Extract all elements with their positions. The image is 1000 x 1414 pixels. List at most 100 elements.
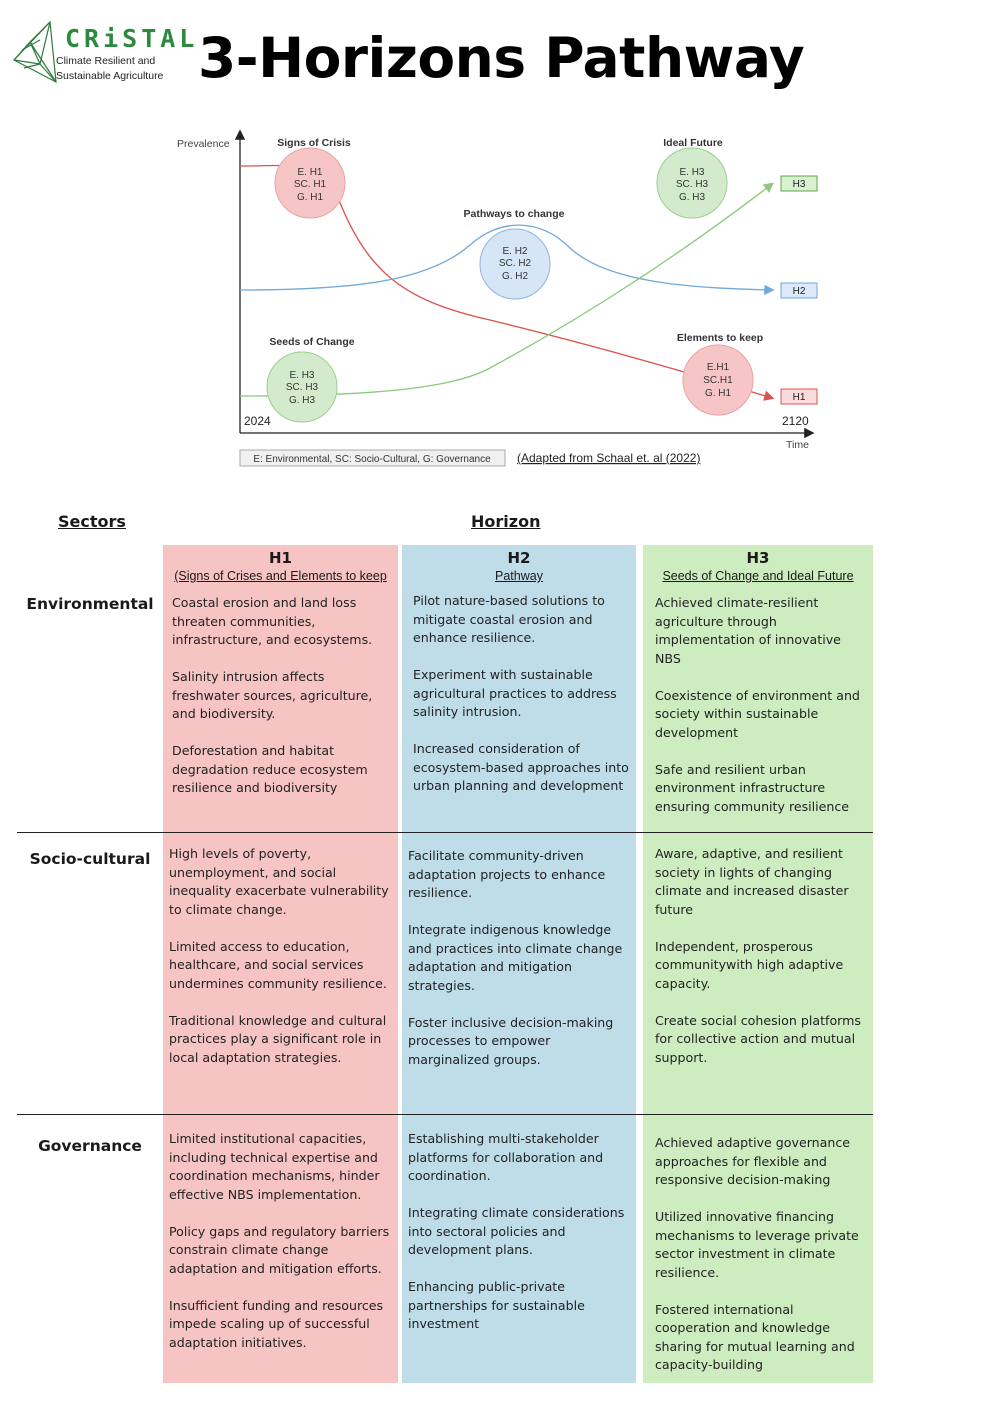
svg-text:G. H2: G. H2 xyxy=(502,271,529,282)
seeds-of-change-bubble: Seeds of Change E. H3 SC. H3 G. H3 xyxy=(266,336,355,423)
svg-text:E. H2: E. H2 xyxy=(502,246,527,257)
horizon-heading: Horizon xyxy=(471,512,541,531)
cell-item: Independent, prosperous communitywith hi… xyxy=(655,938,844,991)
logo-subtitle-line-2: Sustainable Agriculture xyxy=(56,70,164,82)
h1-end-label: H1 xyxy=(780,388,818,405)
start-year-label: 2024 xyxy=(244,414,271,428)
row-divider xyxy=(17,1114,873,1115)
svg-text:SC. H2: SC. H2 xyxy=(499,258,532,269)
cell-item: Limited institutional capacities, includ… xyxy=(169,1131,380,1202)
h3-label: H3 xyxy=(746,549,770,567)
cell-item: Establishing multi-stakeholder platforms… xyxy=(408,1131,604,1183)
ideal-future-title: Ideal Future xyxy=(663,137,723,149)
cell-item: Achieved climate-resilient agriculture t… xyxy=(655,595,841,666)
pathways-to-change-title: Pathways to change xyxy=(464,208,565,220)
elements-to-keep-title: Elements to keep xyxy=(677,332,763,344)
svg-text:H3: H3 xyxy=(793,179,806,190)
h3-end-label: H3 xyxy=(780,175,818,192)
cell-item: Traditional knowledge and cultural pract… xyxy=(169,1012,387,1065)
cell-item: Pilot nature-based solutions to mitigate… xyxy=(413,593,605,645)
seeds-of-change-title: Seeds of Change xyxy=(269,336,354,348)
governance-h3-cell: Achieved adaptive governance approaches … xyxy=(655,1134,869,1375)
elements-to-keep-bubble: Elements to keep E.H1 SC.H1 G. H1 xyxy=(677,332,763,416)
svg-text:E. H1: E. H1 xyxy=(297,167,322,178)
socio-cultural-h1-cell: High levels of poverty, unemployment, an… xyxy=(169,845,395,1067)
cell-item: Increased consideration of ecosystem-bas… xyxy=(413,741,629,793)
cell-item: Fostered international cooperation and k… xyxy=(655,1301,855,1373)
cell-item: Coastal erosion and land loss threaten c… xyxy=(172,595,373,647)
sector-environmental: Environmental xyxy=(26,595,154,613)
svg-text:SC. H3: SC. H3 xyxy=(286,382,319,393)
network-globe-icon xyxy=(13,20,57,84)
cell-item: Limited access to education, healthcare,… xyxy=(169,938,387,991)
socio-cultural-h2-cell: Facilitate community-driven adaptation p… xyxy=(408,847,634,1069)
cell-item: Insufficient funding and resources imped… xyxy=(169,1297,384,1350)
h3-curve xyxy=(239,182,775,397)
svg-text:E. H3: E. H3 xyxy=(289,370,314,381)
svg-text:H1: H1 xyxy=(793,392,806,403)
h2-label: H2 xyxy=(507,549,531,567)
cell-item: Foster inclusive decision-making process… xyxy=(408,1014,614,1067)
cell-item: Create social cohesion platforms for col… xyxy=(655,1012,861,1065)
governance-h1-cell: Limited institutional capacities, includ… xyxy=(169,1130,395,1352)
environmental-h2-cell: Pilot nature-based solutions to mitigate… xyxy=(413,592,635,796)
svg-text:G. H1: G. H1 xyxy=(705,388,732,399)
h2-curve xyxy=(239,224,775,295)
page-title: 3-Horizons Pathway xyxy=(198,26,805,90)
horizons-chart-svg: Prevalence Time 2024 2120 H3 H2 H1 Signs… xyxy=(177,129,818,467)
cell-item: Utilized innovative financing mechanisms… xyxy=(655,1209,859,1280)
h2-subtitle: Pathway xyxy=(495,569,543,583)
environmental-h1-cell: Coastal erosion and land loss threaten c… xyxy=(172,594,392,798)
h3-subtitle: Seeds of Change and Ideal Future xyxy=(662,569,854,583)
logo-subtitle-line-1: Climate Resilient and xyxy=(56,55,156,67)
svg-text:SC. H1: SC. H1 xyxy=(294,179,327,190)
h2-column xyxy=(402,545,636,1383)
signs-of-crisis-title: Signs of Crisis xyxy=(277,137,351,149)
h2-end-label: H2 xyxy=(780,282,818,299)
cell-item: Integrate indigenous knowledge and pract… xyxy=(408,922,623,993)
h1-column xyxy=(163,545,398,1383)
logo-wordmark: CRiSTAL xyxy=(65,24,199,53)
h1-column-header: H1 (Signs of Crises and Elements to keep xyxy=(163,549,398,583)
source-citation: (Adapted from Schaal et. al (2022) xyxy=(517,451,700,465)
cell-item: High levels of poverty, unemployment, an… xyxy=(169,846,389,917)
svg-text:G. H3: G. H3 xyxy=(679,192,706,203)
cell-item: Aware, adaptive, and resilient society i… xyxy=(655,846,849,917)
sectors-heading: Sectors xyxy=(58,512,126,531)
ideal-future-bubble: Ideal Future E. H3 SC. H3 G. H3 xyxy=(656,137,728,219)
h3-column xyxy=(643,545,873,1383)
h2-column-header: H2 Pathway xyxy=(402,549,636,583)
cell-item: Experiment with sustainable agricultural… xyxy=(413,667,617,719)
svg-text:E.H1: E.H1 xyxy=(707,362,730,373)
h1-label: H1 xyxy=(269,549,292,567)
environmental-h3-cell: Achieved climate-resilient agriculture t… xyxy=(655,594,870,816)
pathways-to-change-bubble: Pathways to change E. H2 SC. H2 G. H2 xyxy=(464,208,565,300)
svg-text:G. H3: G. H3 xyxy=(289,395,316,406)
y-axis-label: Prevalence xyxy=(177,138,230,150)
svg-text:E: Environmental, SC: Socio-Cu: E: Environmental, SC: Socio-Cultural, G:… xyxy=(253,454,491,465)
cell-item: Enhancing public-private partnerships fo… xyxy=(408,1279,585,1331)
row-divider xyxy=(17,832,873,833)
svg-text:G. H1: G. H1 xyxy=(297,192,324,203)
cell-item: Facilitate community-driven adaptation p… xyxy=(408,848,606,900)
cell-item: Policy gaps and regulatory barriers cons… xyxy=(169,1223,390,1276)
svg-text:E. H3: E. H3 xyxy=(679,167,704,178)
sector-governance: Governance xyxy=(38,1137,142,1155)
h3-column-header: H3 Seeds of Change and Ideal Future xyxy=(643,549,873,583)
cell-item: Achieved adaptive governance approaches … xyxy=(655,1135,851,1187)
svg-text:SC.H1: SC.H1 xyxy=(703,375,733,386)
cell-item: Deforestation and habitat degradation re… xyxy=(172,743,368,795)
svg-text:SC. H3: SC. H3 xyxy=(676,179,709,190)
cell-item: Coexistence of environment and society w… xyxy=(655,687,860,740)
socio-cultural-h3-cell: Aware, adaptive, and resilient society i… xyxy=(655,845,871,1067)
diagram-legend: E: Environmental, SC: Socio-Cultural, G:… xyxy=(239,449,506,467)
three-horizons-diagram: Prevalence Time 2024 2120 H3 H2 H1 Signs… xyxy=(160,120,840,480)
cell-item: Safe and resilient urban environment inf… xyxy=(655,761,850,814)
cristal-logo: CRiSTAL Climate Resilient and Sustainabl… xyxy=(10,20,194,90)
end-year-label: 2120 xyxy=(782,414,809,428)
cell-item: Salinity intrusion affects freshwater so… xyxy=(172,669,373,721)
svg-text:H2: H2 xyxy=(793,286,806,297)
sector-socio-cultural: Socio-cultural xyxy=(29,850,151,868)
signs-of-crisis-bubble: Signs of Crisis E. H1 SC. H1 G. H1 xyxy=(274,137,351,219)
cell-item: Integrating climate considerations into … xyxy=(408,1205,625,1257)
